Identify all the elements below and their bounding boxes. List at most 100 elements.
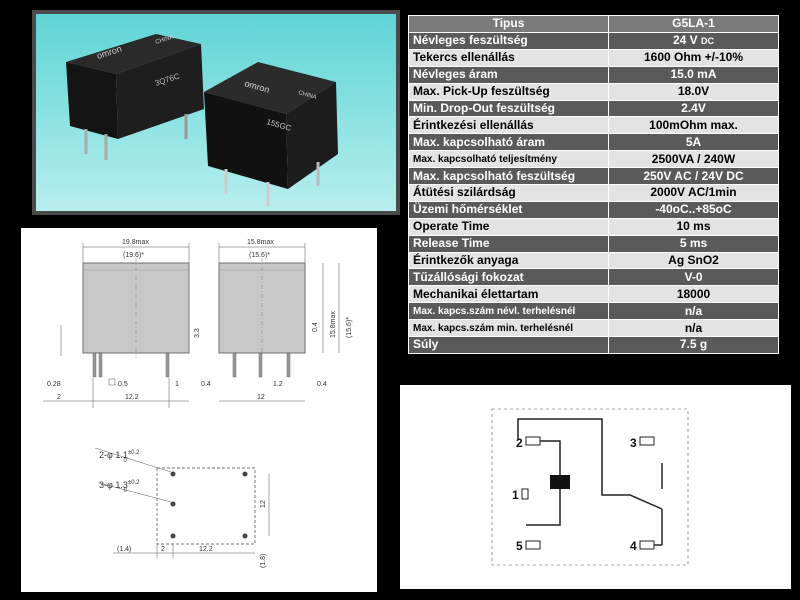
spec-row: Üzemi hőmérséklet-40oC..+85oC — [408, 200, 779, 219]
spec-key: Mechanikai élettartam — [408, 285, 609, 304]
pcb-width-label: 12 — [260, 500, 267, 508]
spec-value-text: n/a — [684, 320, 703, 335]
spec-value: V-0 — [608, 268, 779, 287]
spec-key: Max. kapcsolható feszültség — [408, 167, 609, 186]
spec-key: Átütési szilárdság — [408, 184, 609, 202]
spec-value-text: 18000 — [676, 286, 711, 301]
left-a-label: 0.28 — [47, 381, 61, 388]
spec-value: 2500VA / 240W — [608, 150, 779, 169]
right-a-label: 1 — [175, 381, 179, 388]
spec-value: n/a — [608, 302, 779, 321]
depth-typ-label: (15.6)* — [249, 252, 270, 259]
relay-schematic: 1 2 3 4 5 — [491, 408, 689, 566]
pin-label-4: 4 — [630, 539, 637, 553]
spec-row: Max. kapcsolható teljesítmény 2500VA / 24… — [408, 150, 779, 169]
spec-value: -40oC..+85oC — [608, 200, 779, 219]
spec-value: 5A — [608, 133, 779, 152]
spec-value: 15.0 mA — [608, 65, 779, 84]
spec-value-text: 5 ms — [679, 236, 708, 251]
pin-label-5: 5 — [516, 539, 523, 553]
spec-value: 18000 — [608, 285, 779, 304]
spec-value: 24 V DC — [608, 31, 779, 50]
relay-photo-illustration: omron CHINA 3Q76C omron CHINA 155GC — [66, 34, 338, 206]
side-d-label: 12 — [257, 394, 265, 401]
spec-value: 100mOhm max. — [608, 116, 779, 135]
spec-value-unit: DC — [701, 35, 715, 46]
spec-row: Átütési szilárdság 2000V AC/1min — [408, 184, 779, 202]
pin-label-2: 2 — [516, 436, 523, 450]
spec-value: 10 ms — [608, 217, 779, 236]
pitch-a-label: 12.2 — [125, 394, 139, 401]
spec-value-text: 100mOhm max. — [649, 117, 738, 132]
side-c-label: 0.4 — [317, 381, 327, 388]
dimension-drawing: 19.8max (19.6)* 3.3 0.28 0.5 1 2 12.2 15… — [43, 239, 353, 568]
spec-row: Tűzállósági fokozat V-0 — [408, 268, 779, 287]
spec-row: Max. kapcsolható áram 5A — [408, 133, 779, 152]
pcb-d-label: (1.8) — [260, 554, 267, 568]
square-label: 0.5 — [118, 381, 128, 388]
spec-key: Tűzállósági fokozat — [408, 268, 609, 287]
spec-key: Érintkezési ellenállás — [408, 116, 609, 135]
spec-value-text: V-0 — [684, 269, 703, 284]
spec-value: n/a — [608, 319, 779, 338]
schematic-panel: 1 2 3 4 5 — [397, 382, 794, 592]
spec-key: Operate Time — [408, 217, 609, 236]
product-photo: omron CHINA 3Q76C omron CHINA 155GC — [36, 14, 396, 211]
relay-front-origin: CHINA — [297, 90, 317, 101]
spec-value-text: 2.4V — [681, 101, 706, 115]
width-max-label: 19.8max — [122, 239, 149, 246]
spec-value-text: 1600 Ohm +/-10% — [643, 50, 744, 65]
pin-label-1: 1 — [512, 488, 519, 502]
spec-value-text: 15.0 mA — [670, 67, 717, 82]
spec-key: Érintkezők anyaga — [408, 251, 609, 270]
pin-offset-label: 0.4 — [312, 322, 319, 332]
spec-key: Max. kapcsolható teljesítmény — [408, 150, 609, 169]
spec-key: Tekercs ellenállás — [408, 48, 609, 67]
pcb-c-label: 12.2 — [199, 546, 213, 553]
spec-header-value: G5LA-1 — [608, 15, 779, 33]
spec-value: 5 ms — [608, 234, 779, 253]
spec-value: 2000V AC/1min — [608, 184, 779, 202]
side-b-label: 1.2 — [273, 381, 283, 388]
spec-row: Tekercs ellenállás 1600 Ohm +/-10% — [408, 48, 779, 67]
spec-key: Min. Drop-Out feszültség — [408, 99, 609, 118]
spec-value-text: 10 ms — [676, 219, 711, 234]
height-max-label: 15.8max — [330, 311, 337, 338]
spec-row: Min. Drop-Out feszültség 2.4V — [408, 99, 779, 118]
spec-header-key: Tipus — [408, 15, 609, 33]
spec-row: Érintkezési ellenállás 100mOhm max. — [408, 116, 779, 135]
spec-value: 1600 Ohm +/-10% — [608, 48, 779, 67]
spec-value-text: 2500VA / 240W — [651, 151, 736, 166]
relay-back-origin: CHINA — [155, 34, 175, 45]
dimension-drawing-panel: 19.8max (19.6)* 3.3 0.28 0.5 1 2 12.2 15… — [18, 225, 380, 595]
spec-value: 2.4V — [608, 99, 779, 118]
width-typ-label: (19.6)* — [123, 252, 144, 259]
spec-value: 250V AC / 24V DC — [608, 167, 779, 186]
spec-key: Max. kapcsolható áram — [408, 133, 609, 152]
spec-key: Súly — [408, 336, 609, 354]
spec-value-text: -40oC..+85oC — [655, 202, 732, 217]
depth-max-label: 15.8max — [247, 239, 274, 246]
product-photo-frame: omron CHINA 3Q76C omron CHINA 155GC — [32, 10, 400, 215]
spec-key: Max. Pick-Up feszültség — [408, 82, 609, 101]
relay-back: omron CHINA 3Q76C — [66, 34, 204, 160]
spec-value-text: 5A — [685, 134, 702, 149]
spec-value-text: 24 V — [672, 32, 698, 47]
height-typ-label: (15.6)* — [346, 317, 353, 338]
spec-row: Operate Time 10 ms — [408, 217, 779, 236]
spec-value: 7.5 g — [608, 336, 779, 354]
spec-value-text: 2000V AC/1min — [650, 185, 737, 200]
pcb-b-label: 2 — [161, 546, 165, 553]
pin-label-3: 3 — [630, 436, 637, 450]
spec-value-text: n/a — [684, 303, 703, 318]
